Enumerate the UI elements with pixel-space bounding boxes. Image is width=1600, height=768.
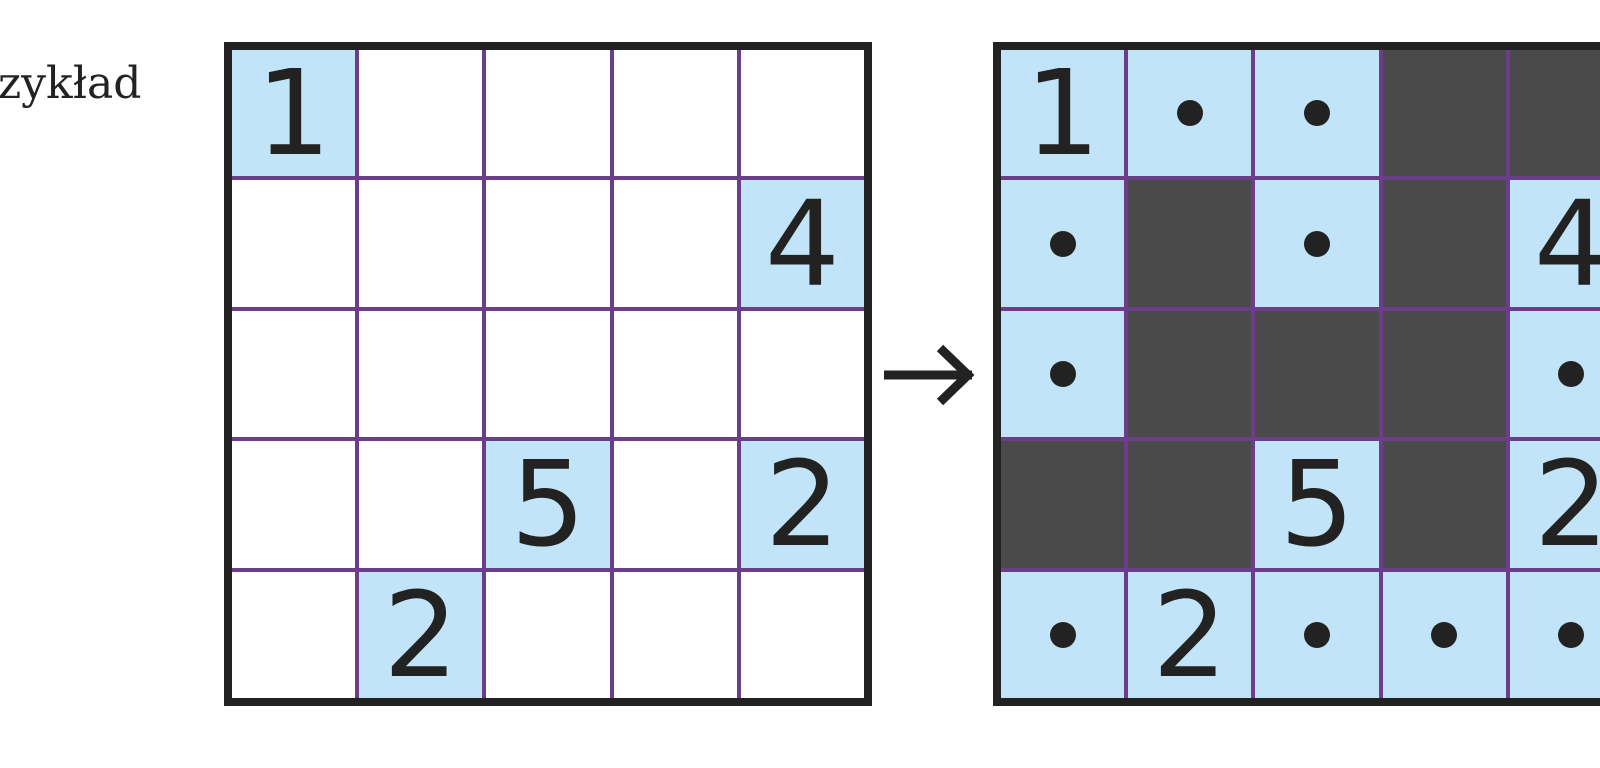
island-dot-cell — [1255, 571, 1379, 698]
empty-cell — [486, 310, 610, 438]
dot-icon — [1176, 100, 1203, 127]
empty-cell — [232, 180, 356, 307]
dot-icon — [1558, 360, 1585, 387]
empty-cell — [613, 571, 737, 698]
island-dot-cell — [1382, 571, 1506, 698]
empty-cell — [359, 310, 483, 438]
wall-cell — [1382, 310, 1506, 438]
wall-cell — [1001, 441, 1125, 568]
island-dot-cell — [1001, 571, 1125, 698]
empty-cell — [613, 441, 737, 568]
arrow-right-icon — [884, 344, 975, 406]
island-dot-cell — [1128, 50, 1252, 177]
clue-cell: 2 — [740, 441, 864, 568]
wall-cell — [1382, 441, 1506, 568]
wall-cell — [1382, 50, 1506, 177]
empty-cell — [232, 571, 356, 698]
dot-icon — [1303, 230, 1330, 257]
wall-cell — [1509, 50, 1600, 177]
clue-cell: 5 — [486, 441, 610, 568]
clue-cell: 5 — [1255, 441, 1379, 568]
island-dot-cell — [1001, 180, 1125, 307]
dot-icon — [1049, 360, 1076, 387]
empty-cell — [613, 310, 737, 438]
clue-cell: 4 — [740, 180, 864, 307]
island-dot-cell — [1001, 310, 1125, 438]
empty-cell — [740, 50, 864, 177]
island-dot-cell — [1509, 571, 1600, 698]
clue-cell: 1 — [1001, 50, 1125, 177]
empty-cell — [359, 180, 483, 307]
empty-cell — [613, 180, 737, 307]
wall-cell — [1128, 441, 1252, 568]
example-heading: zykład — [0, 58, 142, 109]
empty-cell — [359, 50, 483, 177]
dot-icon — [1431, 621, 1458, 648]
wall-cell — [1255, 310, 1379, 438]
wall-cell — [1382, 180, 1506, 307]
island-dot-cell — [1255, 50, 1379, 177]
empty-cell — [359, 441, 483, 568]
clue-cell: 2 — [1128, 571, 1252, 698]
dot-icon — [1558, 621, 1585, 648]
dot-icon — [1049, 230, 1076, 257]
dot-icon — [1303, 621, 1330, 648]
clue-cell: 1 — [232, 50, 356, 177]
empty-cell — [486, 180, 610, 307]
empty-cell — [740, 310, 864, 438]
dot-icon — [1049, 621, 1076, 648]
clue-cell: 2 — [359, 571, 483, 698]
empty-cell — [232, 441, 356, 568]
empty-cell — [613, 50, 737, 177]
empty-cell — [486, 571, 610, 698]
island-dot-cell — [1255, 180, 1379, 307]
clue-cell: 2 — [1509, 441, 1600, 568]
empty-cell — [740, 571, 864, 698]
wall-cell — [1128, 180, 1252, 307]
clue-cell: 4 — [1509, 180, 1600, 307]
island-dot-cell — [1509, 310, 1600, 438]
empty-cell — [486, 50, 610, 177]
wall-cell — [1128, 310, 1252, 438]
dot-icon — [1303, 100, 1330, 127]
empty-cell — [232, 310, 356, 438]
